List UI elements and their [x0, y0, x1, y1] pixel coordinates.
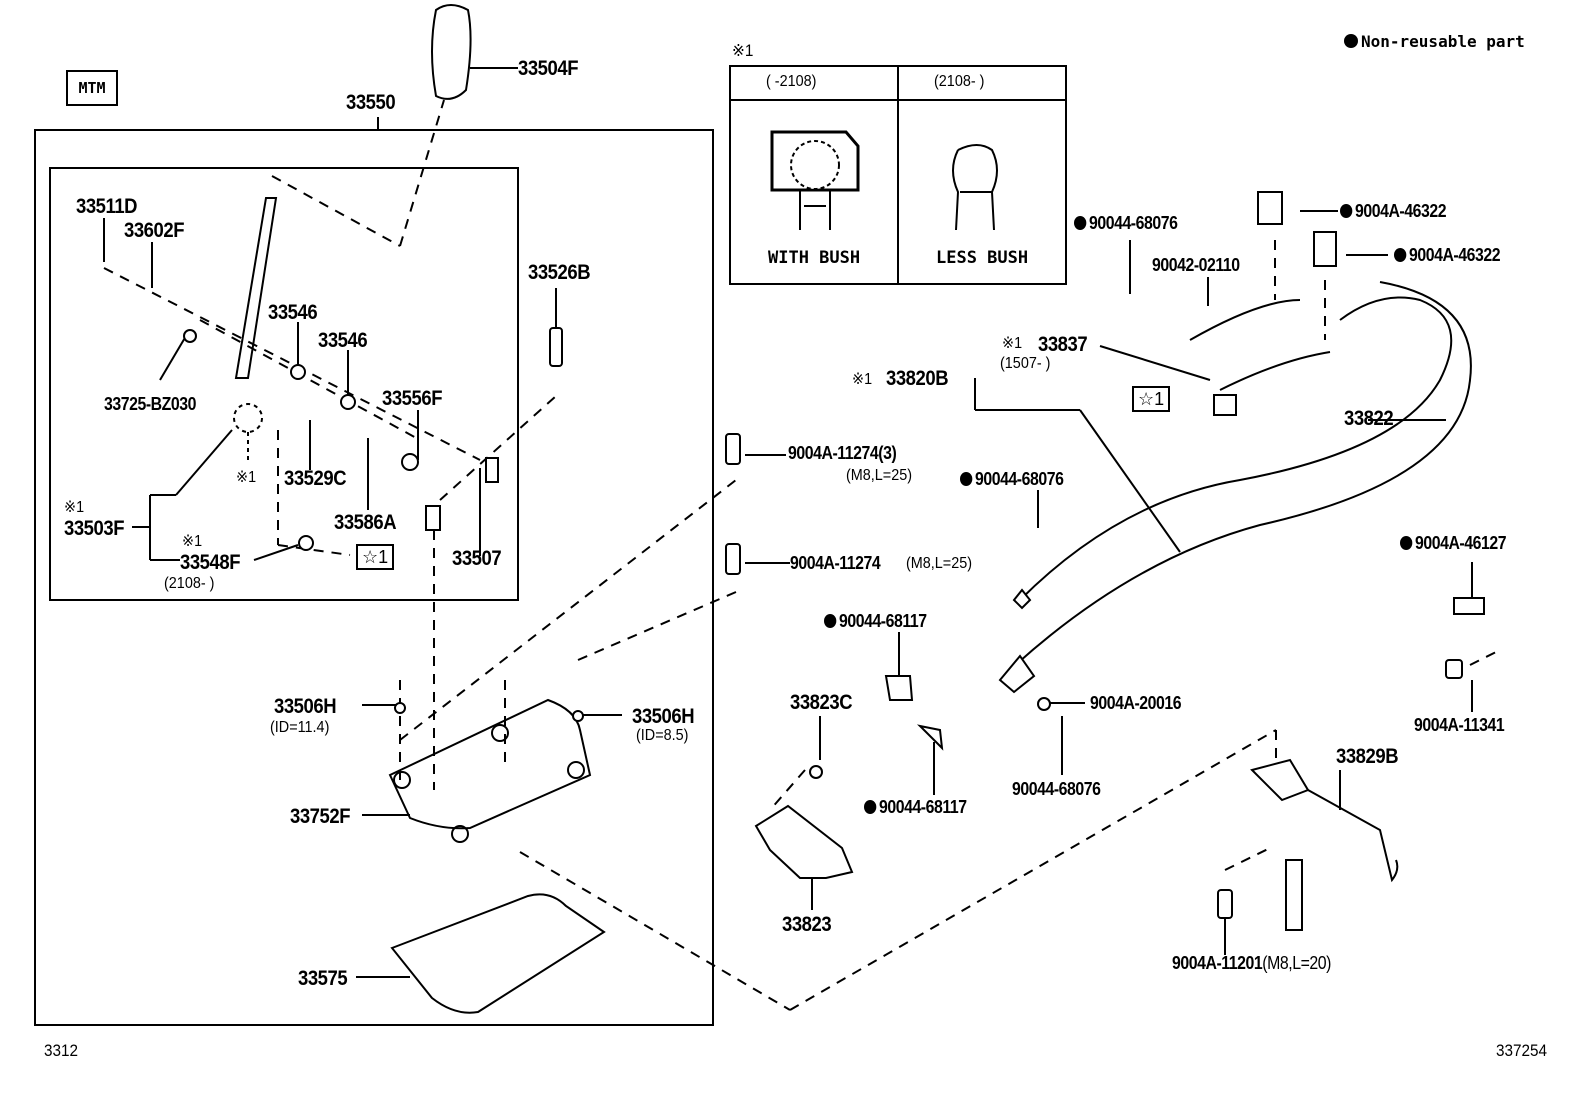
non-reusable-dot-icon: [1394, 248, 1407, 262]
transmission-badge: MTM: [66, 70, 118, 106]
assembly-label: 33550: [346, 91, 396, 114]
section-code: 3312: [44, 1041, 79, 1060]
illustration-number: 337254: [1496, 1041, 1548, 1060]
part-label-non-reusable[interactable]: 90044-68076: [1074, 213, 1178, 233]
note-mark: ※1: [182, 533, 203, 550]
part-label[interactable]: 33506H: [274, 695, 337, 718]
bolt-drawing: [549, 327, 563, 367]
part-label-non-reusable[interactable]: 9004A-46322: [1340, 201, 1447, 221]
inset-col2-caption: LESS BUSH: [936, 248, 1029, 268]
part-label[interactable]: 33837: [1038, 333, 1088, 356]
part-id: 9004A-11201: [1172, 953, 1263, 973]
part-label[interactable]: 33503F: [64, 517, 125, 540]
shift-lever-drawing: [234, 197, 278, 379]
part-label[interactable]: 33725-BZ030: [104, 394, 197, 414]
non-reusable-dot-icon: [960, 472, 973, 486]
note-mark: ※1: [1002, 335, 1023, 352]
part-id: 9004A-46127: [1414, 533, 1507, 553]
part-label[interactable]: 33507: [452, 547, 502, 570]
part-period: (2108- ): [164, 575, 215, 592]
inset-col2-period: (2108- ): [934, 73, 985, 90]
part-label[interactable]: 90044-68076: [1012, 779, 1101, 799]
part-id: 90044-68076: [1088, 213, 1178, 233]
part-spec: (M8,L=25): [846, 467, 913, 484]
part-label[interactable]: 33526B: [528, 261, 591, 284]
part-label[interactable]: 33504F: [518, 57, 579, 80]
part-label[interactable]: 33548F: [180, 551, 241, 574]
part-label-non-reusable[interactable]: 90044-68117: [864, 798, 967, 816]
part-label-non-reusable[interactable]: 9004A-46322: [1394, 245, 1501, 265]
part-label[interactable]: 33829B: [1336, 745, 1399, 768]
part-label[interactable]: 33556F: [382, 387, 443, 410]
part-spec: (M8,L=25): [906, 555, 973, 572]
part-label[interactable]: 9004A-11341: [1414, 715, 1505, 735]
shift-knob-drawing: [431, 4, 472, 100]
part-spec: (ID=11.4): [270, 719, 330, 736]
part-period: (1507- ): [1000, 355, 1051, 372]
part-spec: (M8,L=20): [1262, 953, 1331, 973]
inset-col1-caption: WITH BUSH: [768, 248, 861, 268]
part-label[interactable]: 9004A-11201(M8,L=20): [1172, 954, 1331, 972]
part-id: 90044-68117: [878, 797, 967, 817]
part-label[interactable]: 33752F: [290, 805, 351, 828]
part-label[interactable]: 9004A-11274(3): [788, 443, 897, 463]
part-id: 9004A-46322: [1354, 201, 1447, 221]
part-label[interactable]: 33820B: [886, 367, 949, 390]
cable-lower-drawing: [1009, 281, 1472, 671]
note-mark: ※1: [852, 371, 873, 388]
part-label[interactable]: 9004A-11274: [790, 553, 881, 573]
shifter-housing-drawing: [388, 698, 592, 830]
gasket-drawing: [390, 893, 606, 1014]
part-label[interactable]: 33506H: [632, 705, 695, 728]
part-label[interactable]: 33529C: [284, 467, 347, 490]
inset-col1-period: ( -2108): [766, 73, 817, 90]
part-label[interactable]: 33586A: [334, 511, 397, 534]
non-reusable-dot-icon: [1400, 536, 1413, 550]
note-mark: ※1: [236, 469, 257, 486]
part-label[interactable]: 33546: [318, 329, 368, 352]
part-label-non-reusable[interactable]: 90044-68076: [960, 469, 1064, 489]
part-label[interactable]: 90042-02110: [1152, 255, 1240, 275]
part-label[interactable]: 33823C: [790, 691, 853, 714]
part-label[interactable]: 9004A-20016: [1090, 693, 1182, 713]
note-mark: ※1: [64, 499, 85, 516]
part-spec: (ID=8.5): [636, 727, 689, 744]
part-label[interactable]: 33822: [1344, 407, 1394, 430]
part-label[interactable]: 33575: [298, 967, 348, 990]
non-reusable-dot-icon: [824, 614, 837, 628]
non-reusable-dot-icon: [1074, 216, 1087, 230]
assembly-frame: [34, 129, 714, 1026]
inset-note-mark: ※1: [732, 41, 754, 60]
star-reference-box: ☆1: [1132, 386, 1171, 412]
part-label[interactable]: 33823: [782, 913, 832, 936]
star-reference-box: ☆1: [356, 544, 395, 570]
part-label[interactable]: 33602F: [124, 219, 185, 242]
with-bush-icon: [770, 130, 860, 230]
less-bush-icon: [952, 144, 998, 231]
part-id: 90044-68117: [838, 611, 927, 631]
bracket-drawing: [754, 804, 854, 879]
part-id: 9004A-46322: [1408, 245, 1501, 265]
non-reusable-dot-icon: [1344, 34, 1358, 48]
part-label-non-reusable[interactable]: 9004A-46127: [1400, 533, 1507, 553]
cable-bracket-drawing: [1250, 758, 1310, 802]
part-label-non-reusable[interactable]: 90044-68117: [824, 612, 927, 630]
non-reusable-dot-icon: [1340, 204, 1353, 218]
part-label[interactable]: 33546: [268, 301, 318, 324]
part-id: 90044-68076: [974, 469, 1064, 489]
non-reusable-dot-icon: [864, 800, 877, 814]
part-label[interactable]: 33511D: [76, 195, 138, 218]
subassembly-frame: [49, 167, 519, 601]
legend: Non-reusable part: [1344, 32, 1525, 51]
legend-text: Non-reusable part: [1361, 32, 1525, 51]
